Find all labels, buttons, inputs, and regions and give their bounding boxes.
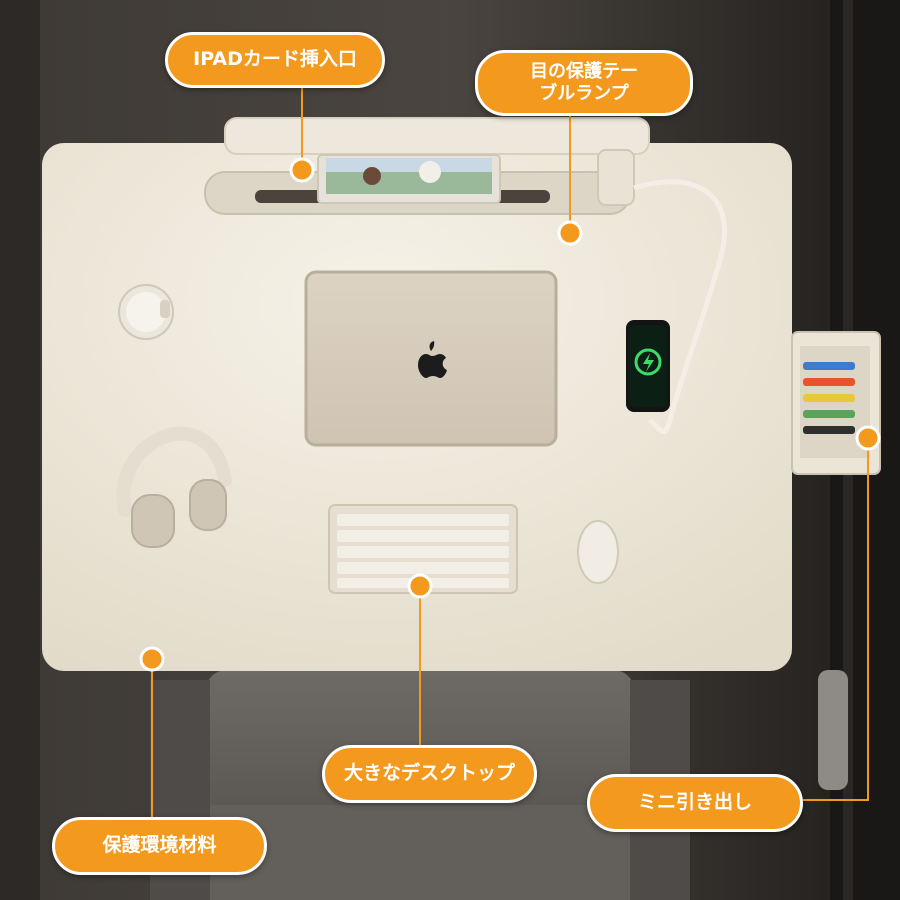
ipad-slot-label: IPADカード挿入口: [165, 32, 385, 88]
eye-lamp-label: 目の保護テー ブルランプ: [475, 50, 693, 116]
keyboard: [328, 504, 518, 594]
power-cable: [633, 179, 727, 434]
mouse: [577, 520, 619, 584]
tablet: [317, 154, 501, 204]
chair-leg: [818, 670, 848, 790]
ipad-slot-marker: [289, 157, 315, 183]
large-desktop-label: 大きなデスクトップ: [322, 745, 537, 803]
lamp-bar: [224, 117, 650, 155]
material-marker: [139, 646, 165, 672]
eco-material-label: 保護環境材料: [52, 817, 267, 875]
desktop-marker: [407, 573, 433, 599]
smartphone: [626, 320, 670, 412]
headphones: [116, 426, 232, 548]
coffee-cup: [118, 284, 174, 340]
mini-drawer: [791, 331, 881, 475]
leader-lines: [151, 88, 869, 817]
wall-strip-left: [0, 0, 40, 900]
lamp-marker: [557, 220, 583, 246]
drawer-marker: [855, 425, 881, 451]
mini-drawer-label: ミニ引き出し: [587, 774, 803, 832]
apple-logo-icon: [418, 341, 447, 378]
wireless-charging-icon: [634, 348, 662, 376]
lamp-stand: [597, 149, 635, 206]
